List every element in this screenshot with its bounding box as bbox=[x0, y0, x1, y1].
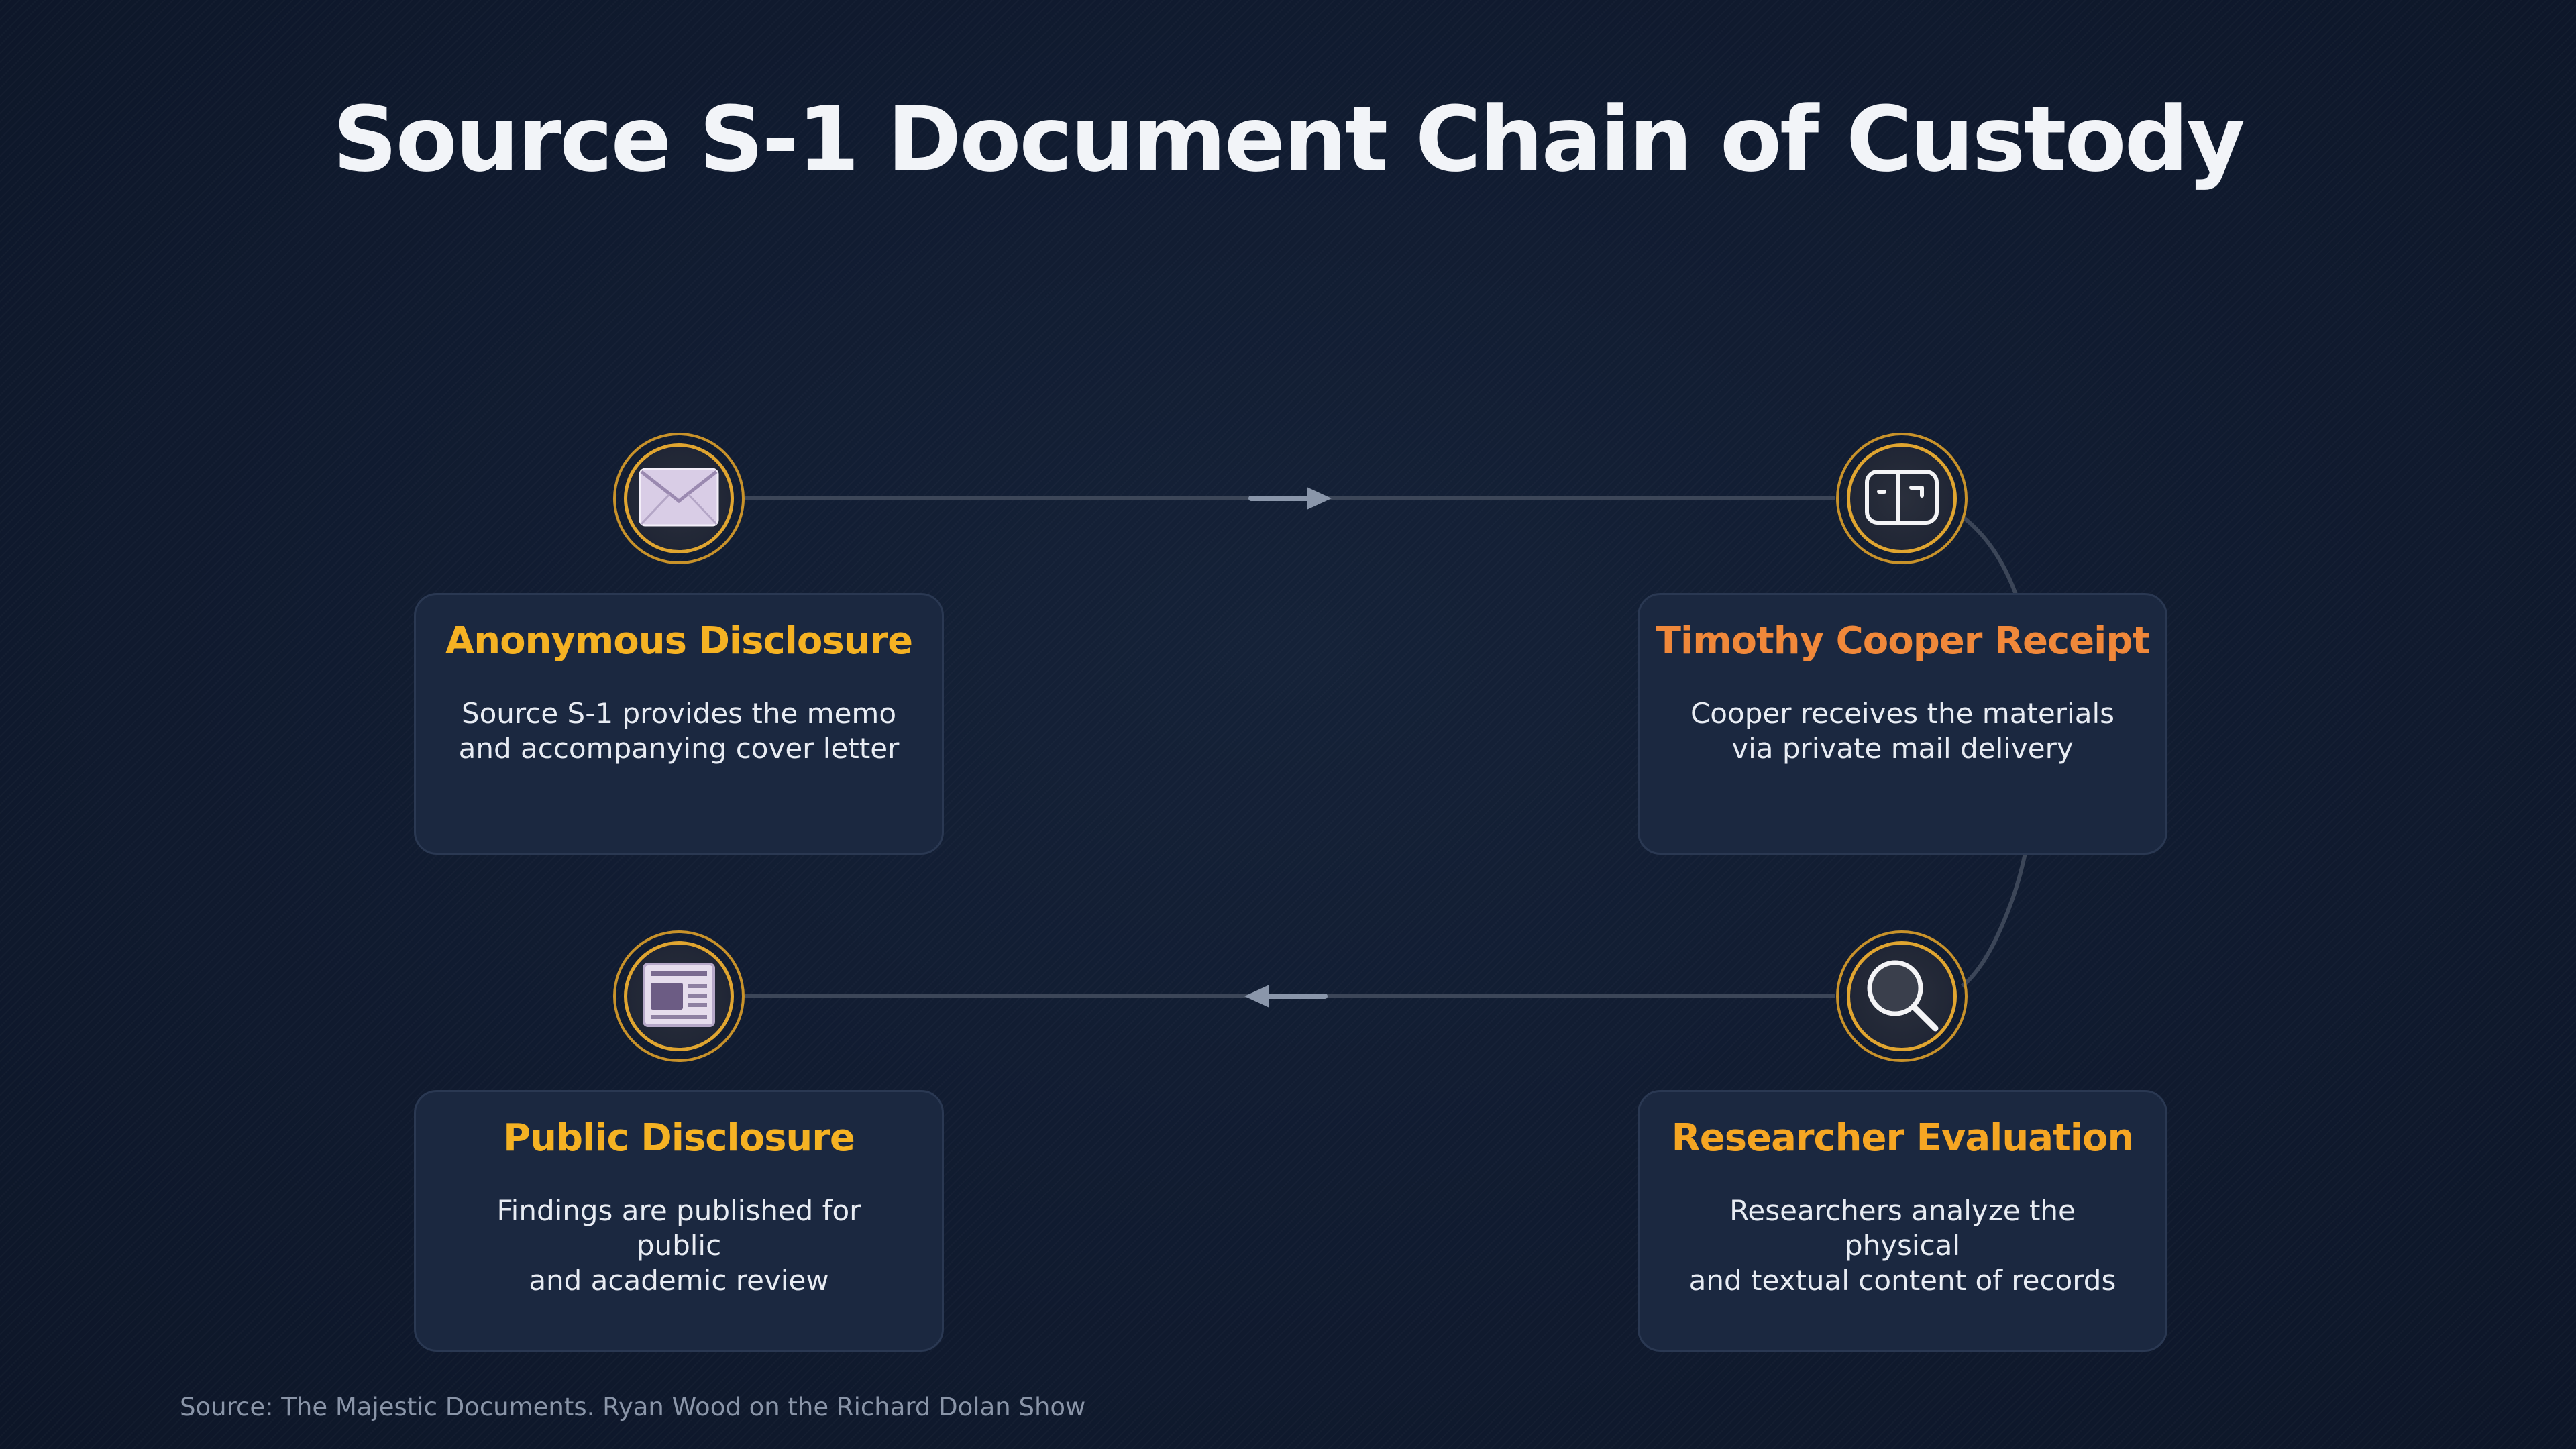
step-1-node bbox=[613, 433, 745, 564]
step-card-timothy-cooper-receipt: Timothy Cooper Receipt Cooper receives t… bbox=[1638, 593, 2167, 855]
step-description: Source S-1 provides the memo and accompa… bbox=[458, 697, 900, 765]
step-title: Anonymous Disclosure bbox=[445, 619, 913, 663]
step-description: Cooper receives the materials via privat… bbox=[1690, 697, 2114, 765]
mailbox-icon bbox=[1864, 469, 1939, 528]
step-title: Public Disclosure bbox=[503, 1116, 855, 1160]
page-title: Source S-1 Document Chain of Custody bbox=[333, 87, 2245, 192]
step-title: Researcher Evaluation bbox=[1671, 1116, 2135, 1160]
magnifier-icon bbox=[1863, 956, 1941, 1036]
step-card-anonymous-disclosure: Anonymous Disclosure Source S-1 provides… bbox=[414, 593, 944, 855]
source-citation: Source: The Majestic Documents. Ryan Woo… bbox=[180, 1393, 1086, 1421]
step-card-public-disclosure: Public Disclosure Findings are published… bbox=[414, 1090, 944, 1352]
arrow-left-head bbox=[1244, 985, 1269, 1008]
step-title: Timothy Cooper Receipt bbox=[1655, 619, 2150, 663]
arrow-right-head bbox=[1307, 487, 1332, 510]
step-description: Findings are published for public and ac… bbox=[496, 1194, 861, 1297]
step-description: Researchers analyze the physical and tex… bbox=[1688, 1194, 2116, 1297]
step-2-node bbox=[1836, 433, 1968, 564]
step-4-node bbox=[613, 930, 745, 1062]
step-3-node bbox=[1836, 930, 1968, 1062]
newspaper-icon bbox=[640, 961, 718, 1031]
step-card-researcher-evaluation: Researcher Evaluation Researchers analyz… bbox=[1638, 1090, 2167, 1352]
envelope-icon bbox=[639, 466, 719, 531]
